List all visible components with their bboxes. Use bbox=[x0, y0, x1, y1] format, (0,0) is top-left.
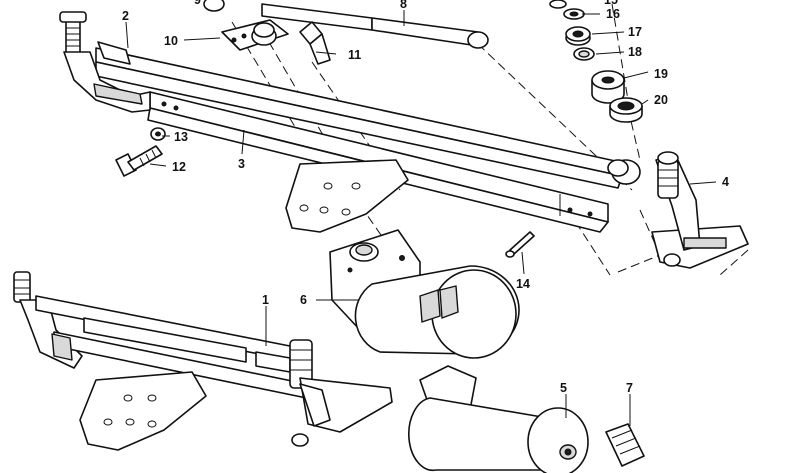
callout-12: 12 bbox=[172, 160, 186, 174]
callout-14: 14 bbox=[516, 277, 530, 291]
callout-7: 7 bbox=[626, 381, 633, 395]
callout-18: 18 bbox=[628, 45, 642, 59]
callout-3: 3 bbox=[238, 157, 245, 171]
wiper-motor-6 bbox=[329, 229, 520, 359]
lower-linkage-assembly bbox=[13, 271, 393, 451]
washer-13 bbox=[150, 127, 166, 141]
callout-17: 17 bbox=[628, 25, 642, 39]
mounting-plate-upper bbox=[285, 159, 409, 233]
callout-4: 4 bbox=[722, 175, 729, 189]
callout-13: 13 bbox=[174, 130, 188, 144]
bolt-11 bbox=[299, 21, 331, 65]
callout-leaders bbox=[125, 10, 717, 426]
pin-14 bbox=[505, 231, 535, 258]
callout-9: 9 bbox=[194, 0, 201, 7]
callout-11: 11 bbox=[348, 48, 361, 62]
callout-labels: 1 2 3 4 5 6 7 8 9 10 11 12 13 14 15 16 1… bbox=[122, 0, 729, 395]
upper-drive-tube-2 bbox=[95, 47, 641, 189]
callout-2: 2 bbox=[122, 9, 129, 23]
callout-15: 15 bbox=[604, 0, 618, 7]
callout-10: 10 bbox=[164, 34, 178, 48]
washer-stack bbox=[549, 0, 643, 123]
callout-1: 1 bbox=[262, 293, 269, 307]
callout-5: 5 bbox=[560, 381, 567, 395]
bolt-12 bbox=[115, 145, 163, 177]
callout-16: 16 bbox=[606, 7, 620, 21]
callout-8: 8 bbox=[400, 0, 407, 11]
left-wiper-pivot-upper bbox=[59, 11, 151, 113]
callout-6: 6 bbox=[300, 293, 307, 307]
callout-20: 20 bbox=[654, 93, 668, 107]
link-rod-8 bbox=[203, 0, 489, 49]
grommet-7 bbox=[605, 423, 645, 467]
right-wiper-pivot-4 bbox=[651, 151, 749, 269]
wiper-motor-5 bbox=[408, 365, 589, 473]
callout-19: 19 bbox=[654, 67, 668, 81]
ball-bracket-10 bbox=[221, 19, 289, 51]
